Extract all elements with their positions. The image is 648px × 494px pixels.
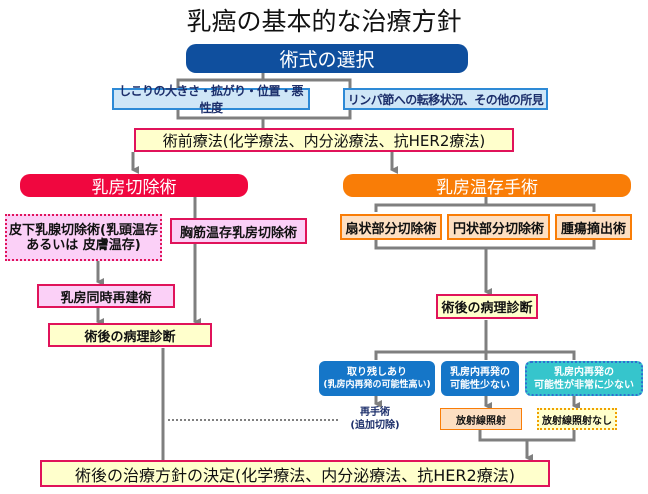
criteria-lymph-box: リンパ節への転移状況、その他の所見 bbox=[343, 88, 548, 110]
label-line: 取り残しあり bbox=[347, 366, 407, 378]
subcutaneous-mastectomy-box: 皮下乳腺切除術(乳頭温存 あるいは 皮膚温存) bbox=[5, 214, 162, 261]
very-low-recurrence-outcome: 乳房内再発の 可能性が非常に少ない bbox=[525, 361, 643, 396]
muscle-sparing-mastectomy-box: 胸筋温存乳房切除術 bbox=[170, 218, 307, 244]
no-radiation-box: 放射線照射なし bbox=[537, 408, 617, 430]
label-line: 皮下乳腺切除術(乳頭温存 bbox=[9, 222, 158, 238]
immediate-reconstruction-box: 乳房同時再建術 bbox=[37, 284, 175, 308]
criteria-tumor-box: しこりの大きさ・拡がり・位置・悪性度 bbox=[112, 84, 310, 115]
low-recurrence-outcome: 乳房内再発の 可能性少ない bbox=[441, 361, 519, 396]
conserving-pathology-box: 術後の病理診断 bbox=[436, 294, 538, 319]
surgery-selection-header: 術式の選択 bbox=[186, 44, 468, 73]
label-line: 可能性が非常に少ない bbox=[534, 379, 634, 391]
breast-conserving-header: 乳房温存手術 bbox=[343, 174, 631, 198]
fan-partial-resection-box: 扇状部分切除術 bbox=[340, 214, 442, 240]
preoperative-therapy-box: 術前療法(化学療法、内分泌療法、抗HER2療法) bbox=[134, 128, 514, 152]
label-line: (追加切除) bbox=[350, 420, 400, 431]
label-line: 乳房内再発の bbox=[554, 366, 614, 378]
lumpectomy-box: 腫瘍摘出術 bbox=[555, 214, 632, 240]
mastectomy-header: 乳房切除術 bbox=[20, 174, 248, 198]
residual-tumor-outcome: 取り残しあり (乳房内再発の可能性高い) bbox=[319, 361, 435, 396]
radiation-box: 放射線照射 bbox=[440, 408, 522, 430]
connector bbox=[176, 78, 352, 88]
label-line: (乳房内再発の可能性高い) bbox=[323, 379, 431, 390]
label-line: あるいは 皮膚温存) bbox=[26, 237, 141, 253]
connector bbox=[478, 430, 576, 442]
connector bbox=[374, 240, 596, 250]
connector bbox=[374, 203, 596, 212]
final-decision-box: 術後の治療方針の決定(化学療法、内分泌療法、抗HER2療法) bbox=[40, 460, 550, 487]
page-title: 乳癌の基本的な治療方針 bbox=[186, 7, 462, 36]
label-line: 乳房内再発の bbox=[450, 366, 510, 378]
label-line: 再手術 bbox=[360, 407, 390, 418]
circular-partial-resection-box: 円状部分切除術 bbox=[447, 214, 550, 240]
label-line: 可能性少ない bbox=[450, 379, 510, 391]
connector bbox=[374, 350, 576, 360]
mastectomy-pathology-box: 術後の病理診断 bbox=[48, 323, 212, 347]
reoperation-label: 再手術 (追加切除) bbox=[340, 404, 410, 434]
